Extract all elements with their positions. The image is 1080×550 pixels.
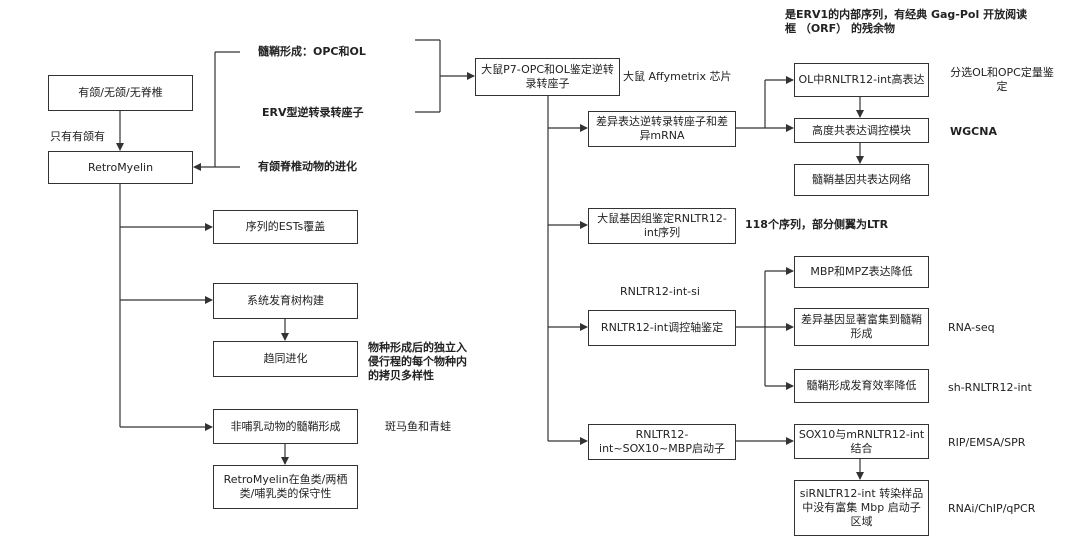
label-jawed-evolution: 有颌脊椎动物的进化 [258,160,357,173]
node-diff-expression: 差异表达逆转录转座子和差异mRNA [588,111,736,147]
label-affymetrix: 大鼠 Affymetrix 芯片 [623,70,732,83]
node-myelin-network: 髓鞘基因共表达网络 [794,164,929,196]
node-retromyelin: RetroMyelin [48,151,193,184]
label-rnai-chip-qpcr: RNAi/ChIP/qPCR [948,502,1036,515]
node-species: 有颌/无颌/无脊椎 [48,75,193,111]
label-jawed-only: 只有有颌有 [50,130,105,143]
node-est-coverage: 序列的ESTs覆盖 [213,210,358,244]
node-si-transfection: siRNLTR12-int 转染样品中没有富集 Mbp 启动子区域 [794,480,929,536]
node-genome-identification: 大鼠基因组鉴定RNLTR12-int序列 [588,208,736,244]
label-sort-note: 分选OL和OPC定量鉴定 [950,66,1054,93]
node-rat-p7: 大鼠P7-OPC和OL鉴定逆转录转座子 [475,58,620,96]
label-118-sequences: 118个序列，部分侧翼为LTR [745,218,889,231]
node-convergent-evolution: 趋同进化 [213,341,358,377]
label-wgcna: WGCNA [950,125,997,138]
label-rna-seq: RNA-seq [948,321,995,334]
label-sh: sh-RNLTR12-int [948,381,1032,394]
node-phylogeny: 系统发育树构建 [213,283,358,319]
label-zebrafish-frog: 斑马鱼和青蛙 [385,420,451,433]
node-conservation: RetroMyelin在鱼类/两栖类/哺乳类的保守性 [213,465,358,509]
node-sox10-binding: SOX10与mRNLTR12-int结合 [794,424,929,459]
label-si: RNLTR12-int-si [620,285,700,298]
node-diff-genes: 差异基因显著富集到髓鞘形成 [794,308,929,346]
node-sox10-axis: RNLTR12-int~SOX10~MBP启动子 [588,424,736,460]
node-regulatory-axis: RNLTR12-int调控轴鉴定 [588,310,736,346]
node-mbp-mpz: MBP和MPZ表达降低 [794,256,929,288]
label-myelination: 髓鞘形成：OPC和OL [258,45,366,58]
label-rip-emsa-spr: RIP/EMSA/SPR [948,436,1026,449]
label-erv-type: ERV型逆转录转座子 [262,106,364,119]
node-efficiency: 髓鞘形成发育效率降低 [794,369,929,403]
node-ol-high-expression: OL中RNLTR12-int高表达 [794,63,929,97]
node-nonmammal-myelination: 非哺乳动物的髓鞘形成 [213,409,358,444]
label-erv1-note: 是ERV1的内部序列，有经典 Gag-Pol 开放阅读框 （ORF） 的残余物 [785,8,1028,35]
node-coexpression-module: 高度共表达调控模块 [794,118,929,143]
label-speciation: 物种形成后的独立入侵行程的每个物种内的拷贝多样性 [368,341,467,382]
